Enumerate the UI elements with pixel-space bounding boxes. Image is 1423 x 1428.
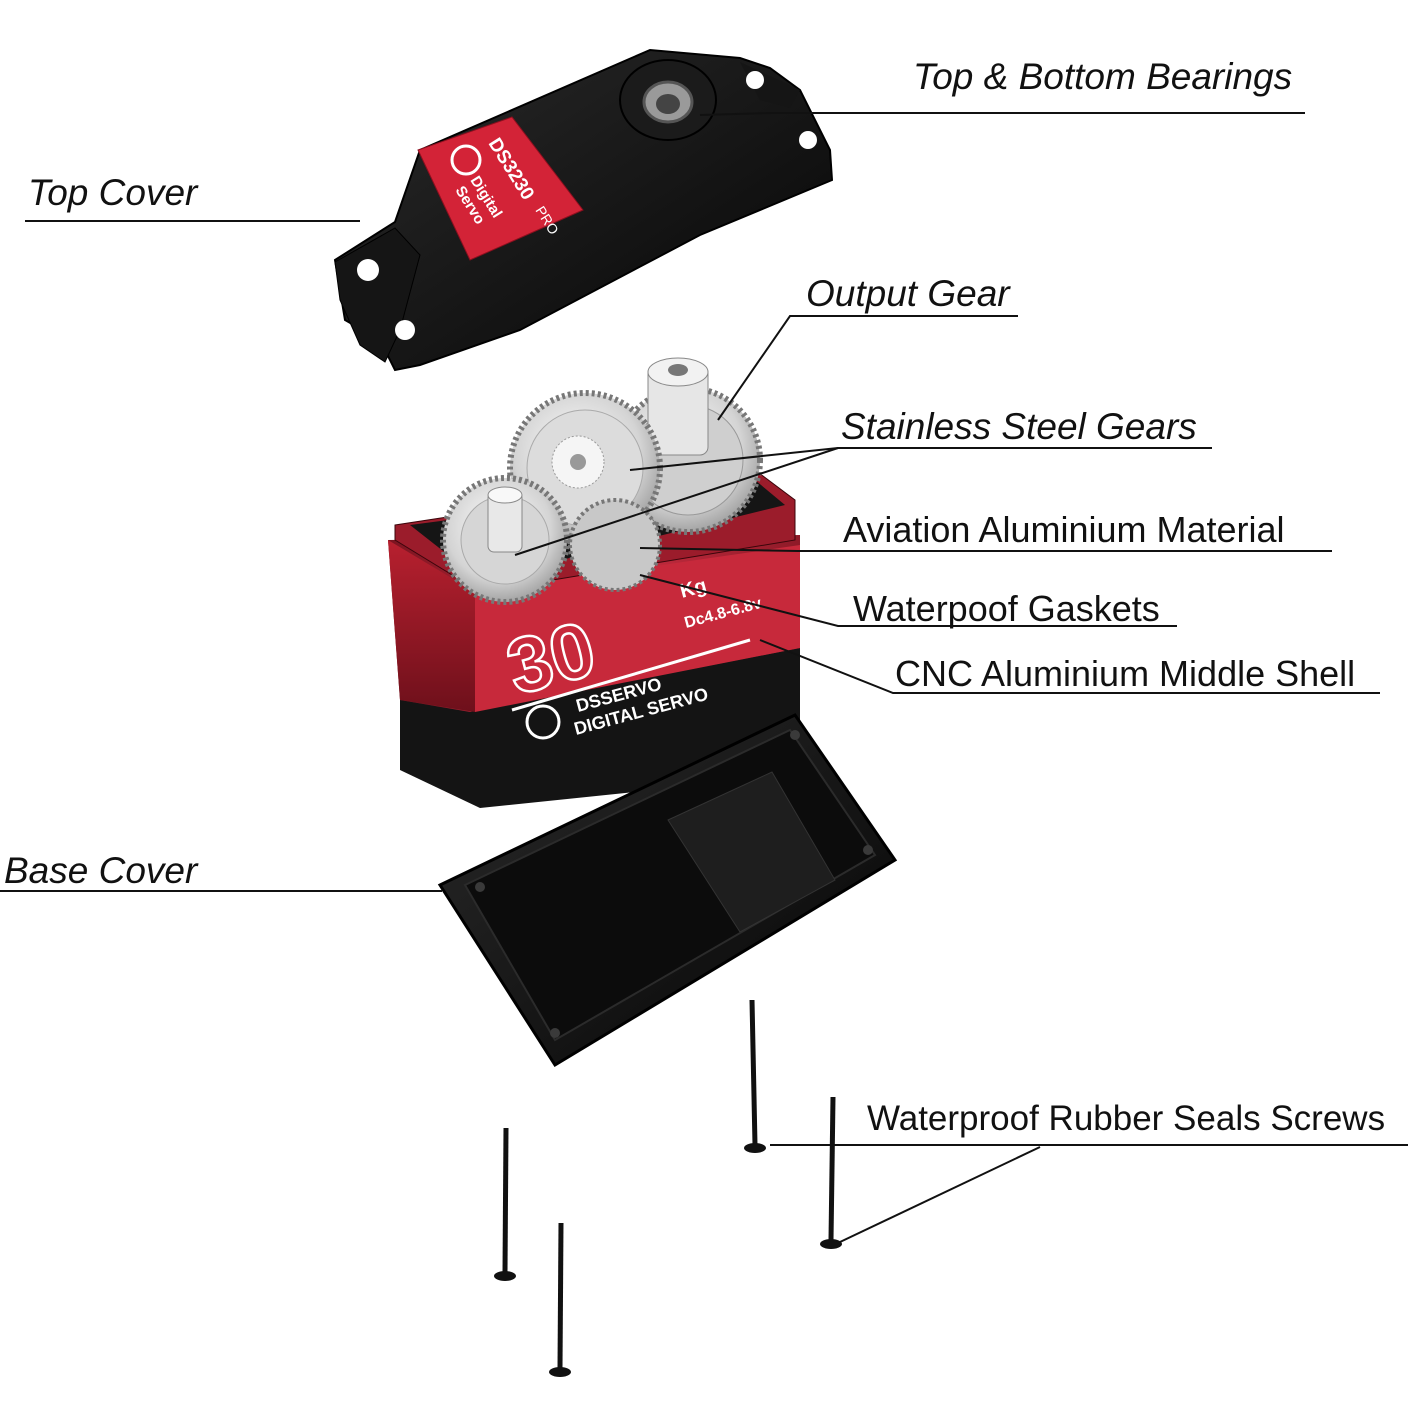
screw-3 [494, 1127, 516, 1281]
base-cover [437, 713, 898, 1068]
label-output-gear: Output Gear [806, 273, 1010, 314]
screw-1 [744, 999, 766, 1153]
top-cover: DS3230 PRO Digital Servo [333, 48, 834, 372]
label-base-cover: Base Cover [4, 850, 198, 891]
leader-lines [0, 112, 1408, 1243]
leader-gaskets [639, 574, 1177, 627]
label-waterproof-gaskets: Waterpoof Gaskets [853, 588, 1160, 629]
label-stainless-steel-gears: Stainless Steel Gears [841, 406, 1197, 447]
label-top-bottom-bearings: Top & Bottom Bearings [913, 56, 1293, 97]
leader-bearings [699, 112, 1305, 116]
leader-screws-2 [839, 1146, 1041, 1243]
leader-shell [759, 639, 1380, 694]
gear-train [440, 357, 763, 605]
screws [494, 999, 842, 1377]
screw-2 [820, 1096, 842, 1249]
label-top-cover: Top Cover [28, 172, 198, 213]
leader-output-gear [717, 315, 1018, 421]
label-middle-shell: CNC Aluminium Middle Shell [895, 653, 1356, 694]
label-rubber-seal-screws: Waterproof Rubber Seals Screws [867, 1099, 1386, 1138]
label-aviation-aluminium: Aviation Aluminium Material [843, 509, 1285, 550]
leader-aviation [639, 547, 1332, 552]
screw-4 [549, 1222, 571, 1377]
leader-steel-gears-2 [514, 447, 839, 556]
